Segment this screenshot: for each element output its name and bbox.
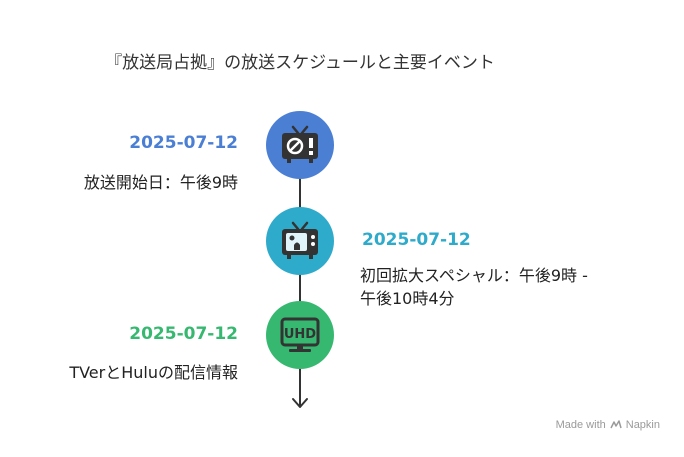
timeline-connector-3 (299, 368, 301, 406)
event-3-description: TVerとHuluの配信情報 (69, 363, 238, 382)
event-2-node (266, 207, 334, 275)
event-2-date: 2025-07-12 (362, 230, 471, 250)
event-3-node: UHD (266, 301, 334, 369)
event-3-date: 2025-07-12 (129, 324, 238, 344)
napkin-attribution: Made with Napkin (556, 419, 660, 431)
event-2-description-line1: 初回拡大スペシャル：午後9時 - (360, 266, 588, 285)
made-with-label: Made with (555, 419, 606, 431)
event-2-description-line2: 午後10時4分 (360, 289, 455, 308)
napkin-logo-icon (610, 420, 622, 429)
timeline-arrow-icon (292, 398, 308, 408)
uhd-monitor-icon: UHD (280, 317, 320, 352)
timeline-connector-2 (299, 274, 301, 302)
event-1-date: 2025-07-12 (129, 133, 238, 153)
event-1-node (266, 111, 334, 179)
timeline-connector-1 (299, 178, 301, 208)
tv-ghost-icon (282, 221, 318, 259)
diagram-title: 『放送局占拠』の放送スケジュールと主要イベント (105, 53, 495, 73)
svg-text:UHD: UHD (284, 327, 316, 342)
event-1-description: 放送開始日：午後9時 (83, 173, 238, 192)
tv-no-signal-icon (282, 125, 318, 163)
napkin-brand: Napkin (625, 419, 660, 431)
